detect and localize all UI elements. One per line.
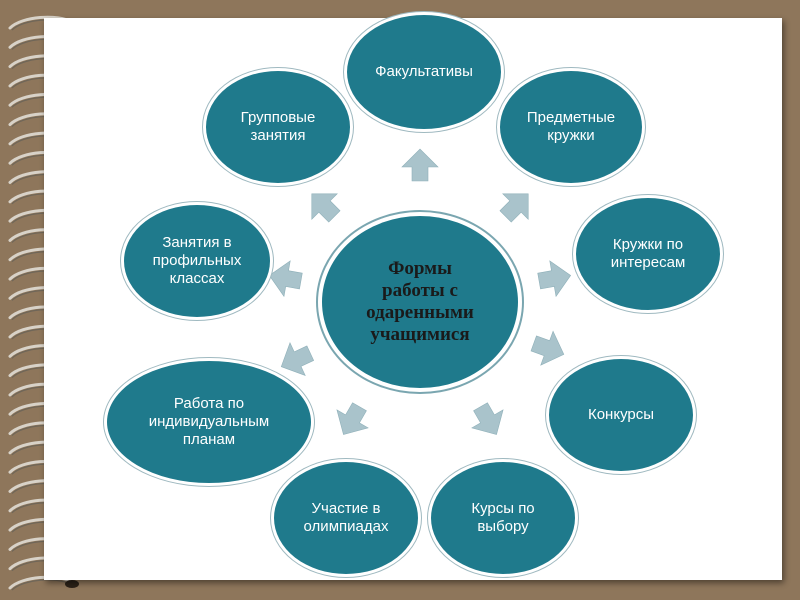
arrow-1 (401, 148, 439, 182)
arrow-7 (280, 342, 315, 376)
arrow-5 (471, 402, 504, 435)
node-konkursy: Конкурсы (546, 356, 696, 474)
node-fakultativy: Факультативы (344, 12, 504, 132)
binding-ring (8, 575, 79, 591)
arrow-9 (311, 193, 341, 223)
node-kruzhki-po-interesam: Кружки по интересам (573, 195, 723, 313)
arrow-3 (537, 260, 572, 298)
node-kursy-po-vyboru: Курсы по выбору (428, 459, 578, 577)
node-uchastie-v-olimpiadakh: Участие в олимпиадах (271, 459, 421, 577)
center-node: Формы работы с одаренными учащимися (318, 212, 522, 392)
node-rabota-po-planam: Работа по индивидуальным планам (104, 358, 314, 486)
arrow-4 (530, 330, 565, 366)
node-gruppovye-zanyatiya: Групповые занятия (203, 68, 353, 186)
node-predmetnye-kruzhki: Предметные кружки (497, 68, 645, 186)
arrow-6 (336, 402, 369, 435)
arrow-8 (268, 260, 303, 298)
arrow-2 (499, 193, 529, 223)
node-zanyatiya-v-profilnykh-klassakh: Занятия в профильных классах (121, 202, 273, 320)
